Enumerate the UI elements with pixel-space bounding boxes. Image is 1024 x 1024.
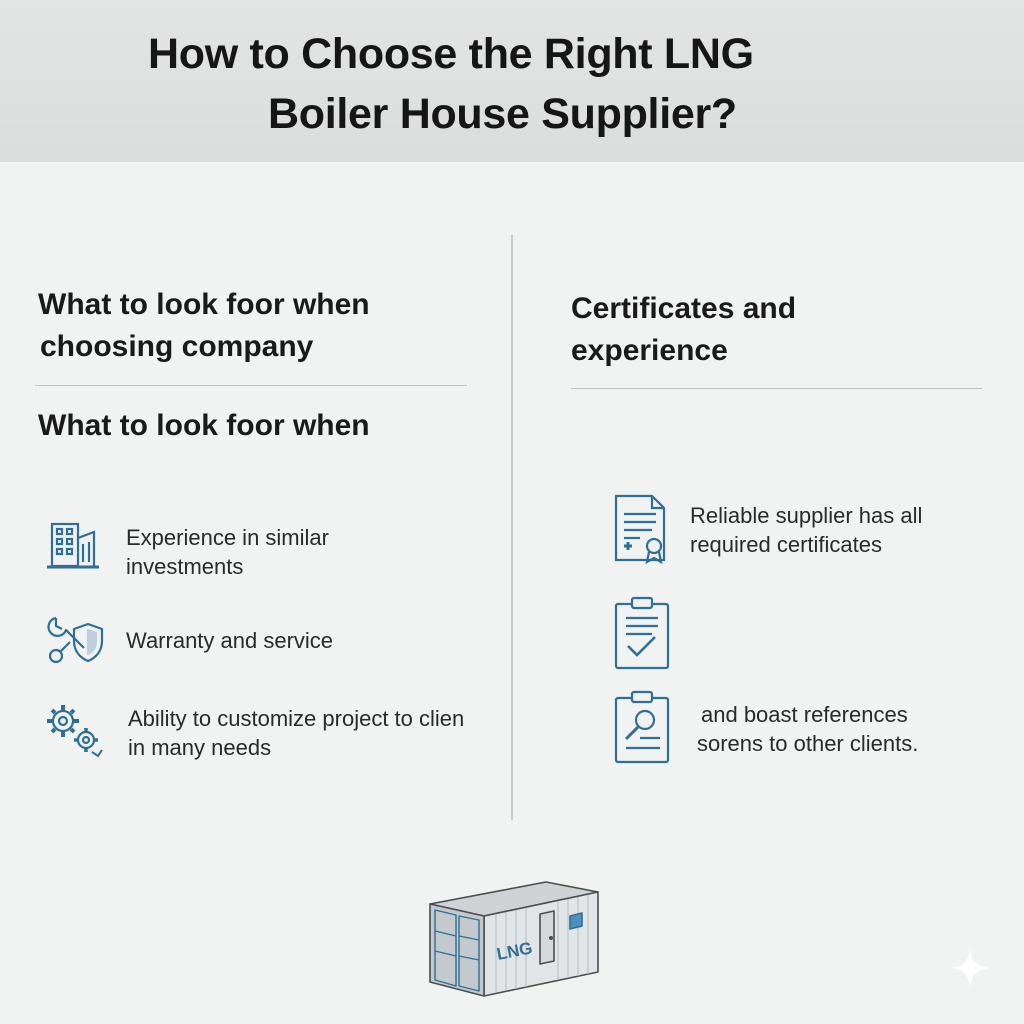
- right-heading-rule: [571, 388, 982, 389]
- wrench-shield-icon: [47, 616, 104, 664]
- left-item-3-line-2: in many needs: [128, 735, 272, 760]
- right-heading-line-1: Certificates and: [571, 292, 797, 325]
- certificate-icon: [614, 494, 666, 565]
- right-heading-line-2: experience: [571, 334, 728, 367]
- right-item-3-line-1: and boast references: [701, 702, 908, 727]
- building-icon: [47, 522, 99, 569]
- left-subheading: What to look foor when: [38, 409, 370, 442]
- left-item-1-line-1: Experience in similar: [126, 525, 329, 550]
- clipboard-magnifier-icon: [614, 690, 670, 764]
- left-item-1-line-2: investments: [126, 554, 244, 579]
- gears-icon: [47, 705, 103, 758]
- column-divider: [511, 235, 513, 820]
- left-heading-line-2: choosing company: [40, 330, 314, 363]
- right-item-1-line-1: Reliable supplier has all: [690, 503, 923, 528]
- header-band: [0, 0, 1024, 162]
- page-title-line-2: Boiler House Supplier?: [268, 90, 737, 138]
- left-item-2-line-1: Warranty and service: [126, 628, 334, 653]
- left-heading-rule: [35, 385, 467, 386]
- right-item-1-line-2: required certificates: [690, 532, 882, 557]
- left-heading-line-1: What to look foor when: [38, 288, 370, 321]
- sparkle-icon: [950, 948, 990, 988]
- right-item-3-line-2: sorens to other clients.: [697, 731, 919, 756]
- page-title-line-1: How to Choose the Right LNG: [148, 30, 754, 78]
- clipboard-check-icon: [614, 596, 670, 670]
- lng-container-illustration: LNG: [429, 881, 599, 997]
- left-item-3-line-1: Ability to customize project to clien: [128, 706, 465, 731]
